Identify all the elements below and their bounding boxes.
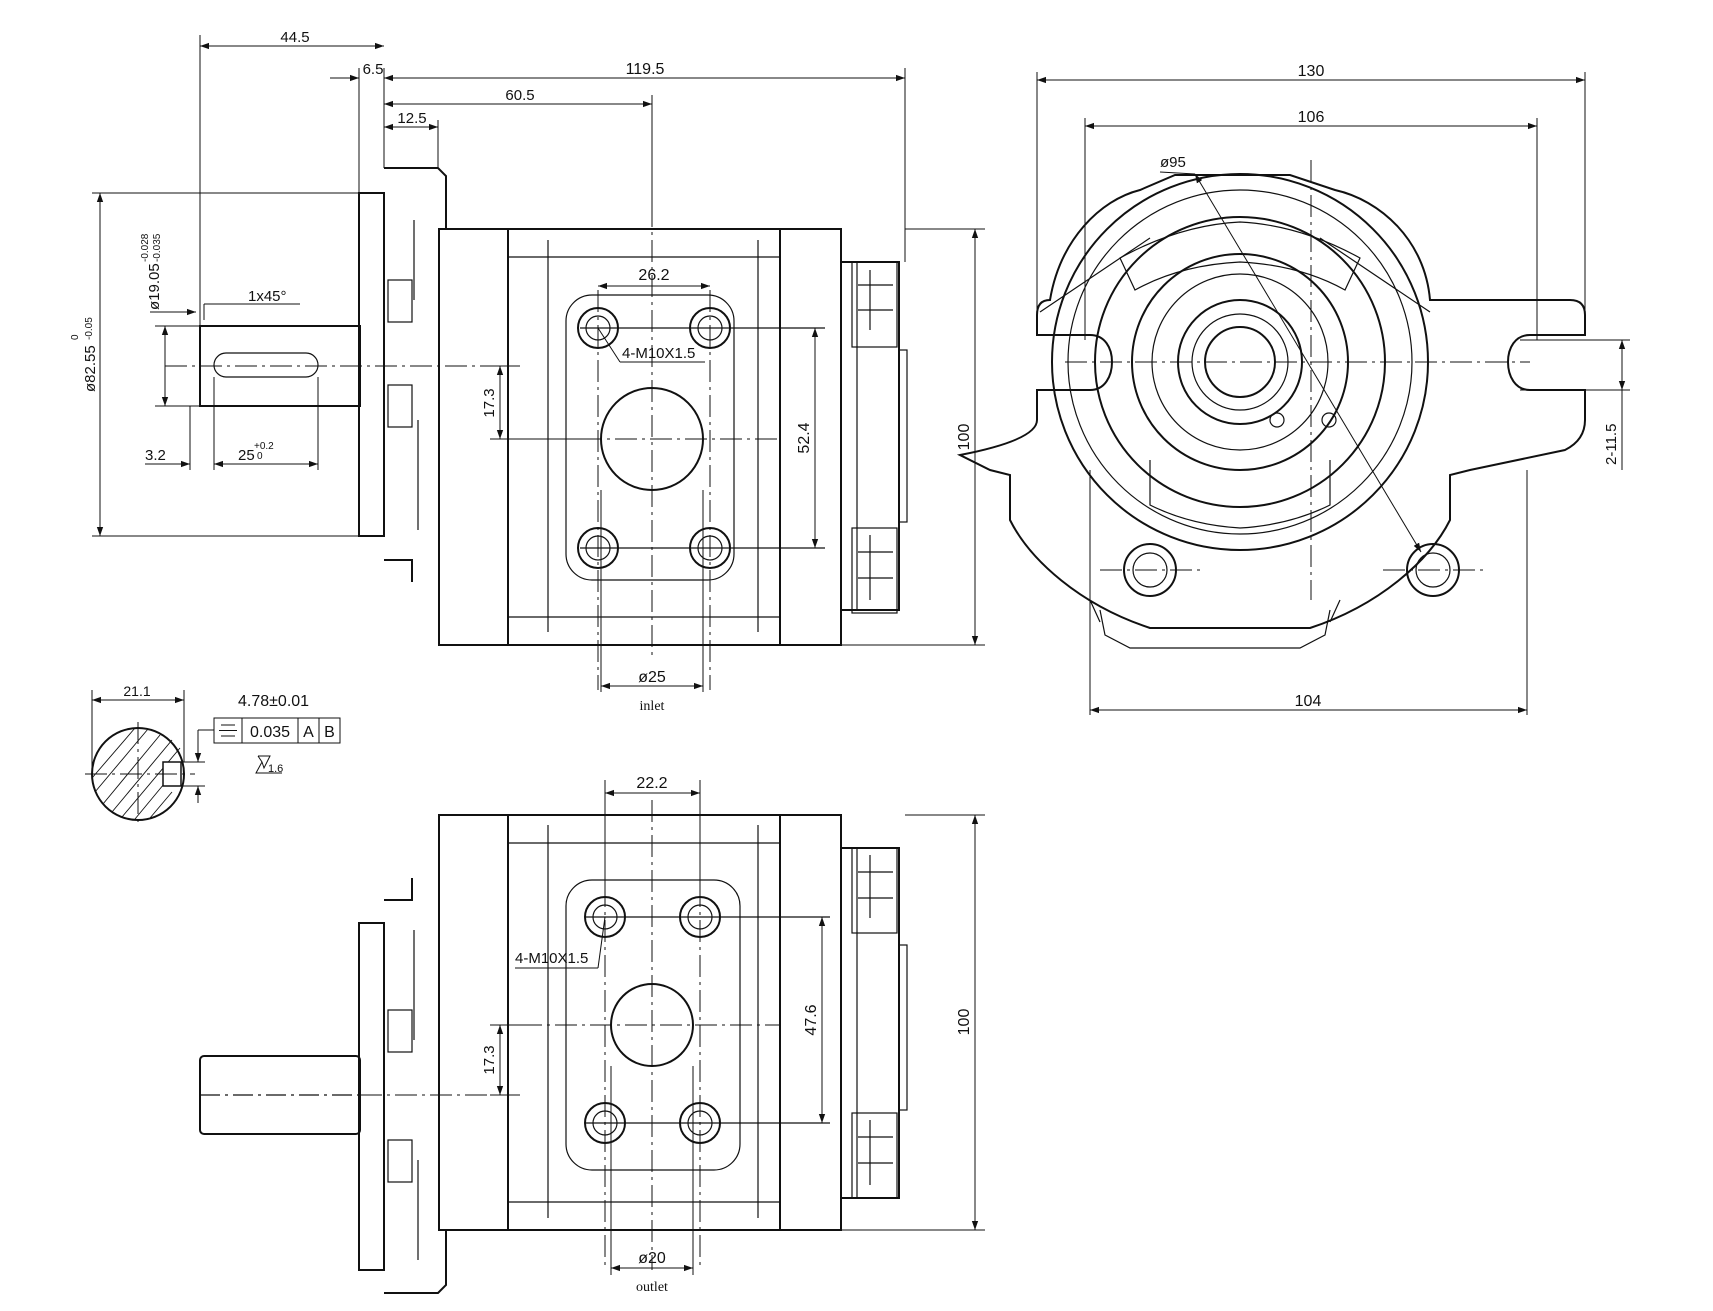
flange-outline — [956, 174, 1586, 629]
side-view-dimensions: 44.5 6.5 119.5 60.5 12.5 26.2 1x45° 4-M1… — [70, 29, 985, 714]
adjust-screw-lower — [851, 527, 898, 614]
keyway-tol-upper: +0.2 — [254, 441, 274, 452]
datum-a: A — [303, 724, 314, 741]
bolt-spec-bottom: 4-M10X1.5 — [515, 950, 588, 967]
dim-104: 104 — [1295, 693, 1322, 710]
mounting-flange-bottom — [358, 878, 447, 1294]
dim-12-5: 12.5 — [397, 110, 426, 127]
dim-119-5: 119.5 — [626, 61, 665, 78]
dim-17-3-bottom: 17.3 — [481, 1045, 498, 1074]
dim-port-dia-bottom: ø20 — [638, 1250, 666, 1267]
dim-port-dia: ø25 — [638, 669, 666, 686]
shaft-tol-upper: -0.028 — [140, 233, 151, 262]
adjust-screw-upper — [851, 261, 898, 348]
inlet-label: inlet — [640, 699, 665, 714]
adjust-screw-upper-bottom — [851, 847, 898, 934]
dim-60-5: 60.5 — [505, 87, 534, 104]
dim-3-2: 3.2 — [145, 447, 166, 464]
dim-17-3: 17.3 — [481, 388, 498, 417]
shaft — [165, 325, 520, 407]
front-view-dimensions: 130 106 ø95 104 2-11.5 — [1036, 63, 1630, 715]
pilot-tol-upper: 0 — [70, 334, 81, 340]
dim-106: 106 — [1298, 109, 1325, 126]
rear-cover — [840, 261, 908, 614]
outlet-label: outlet — [636, 1280, 668, 1295]
tolerance-frame: 0.035 A B — [213, 717, 341, 744]
roughness-icon — [255, 755, 282, 774]
tolerance-value: 0.035 — [250, 724, 290, 741]
bottom-view-dimensions: 22.2 4-M10X1.5 17.3 47.6 100 ø20 outlet — [481, 775, 985, 1295]
dim-chamfer: 1x45° — [248, 288, 287, 305]
side-view: 44.5 6.5 119.5 60.5 12.5 26.2 1x45° 4-M1… — [70, 29, 985, 714]
dim-slot: 2-11.5 — [1603, 424, 1620, 465]
mounting-flange — [358, 167, 447, 582]
roughness-value: 1.6 — [268, 763, 283, 775]
rear-cover-bottom — [840, 847, 908, 1199]
bottom-view: 22.2 4-M10X1.5 17.3 47.6 100 ø20 outlet — [199, 775, 985, 1295]
shaft-bottom — [199, 1055, 361, 1135]
dim-44-5: 44.5 — [280, 29, 309, 46]
bolt-spec: 4-M10X1.5 — [622, 345, 695, 362]
dim-shaft-dia: ø19.05 — [146, 263, 163, 310]
shaft-tol-lower: -0.035 — [152, 233, 163, 262]
dim-47-6: 47.6 — [803, 1004, 820, 1035]
adjust-screw-lower-bottom — [851, 1112, 898, 1199]
dim-section-width: 21.1 — [123, 683, 150, 699]
dim-130: 130 — [1298, 63, 1325, 80]
dim-6-5: 6.5 — [363, 61, 384, 78]
dim-22-2: 22.2 — [636, 775, 667, 792]
front-view: 130 106 ø95 104 2-11.5 — [956, 63, 1630, 715]
dim-keyway: 25 — [238, 447, 255, 464]
pump-body-bottom — [360, 780, 842, 1270]
dim-bolt-circle: ø95 — [1160, 154, 1186, 171]
pilot-tol-lower: -0.05 — [84, 317, 95, 340]
dim-key-height: 4.78±0.01 — [238, 693, 309, 710]
symmetry-icon — [219, 724, 237, 737]
datum-b: B — [324, 724, 335, 741]
dim-52-4: 52.4 — [796, 422, 813, 453]
dim-100: 100 — [956, 424, 973, 451]
keyway-tol-lower: 0 — [257, 451, 263, 462]
dim-pilot-dia: ø82.55 — [82, 345, 99, 392]
dim-26-2: 26.2 — [638, 267, 669, 284]
dim-100-bottom: 100 — [956, 1009, 973, 1036]
key-section: 21.1 4.78±0.01 0.035 A B 1.6 — [85, 683, 341, 826]
